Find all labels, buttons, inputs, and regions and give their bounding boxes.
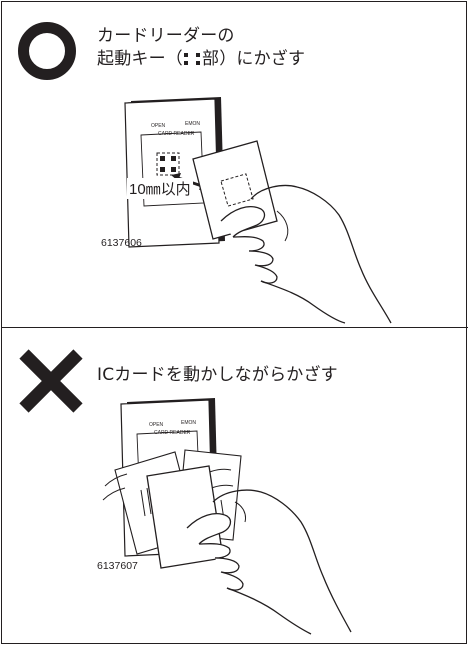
card-reader-illustration-correct: OPEN EMON CARD READER xyxy=(124,97,392,324)
section-divider xyxy=(1,327,468,328)
reader-open-label-2: OPEN xyxy=(149,422,164,428)
correct-usage-panel: カードリーダーの 起動キー（ 部）にかざす OPEN EMON CARD REA… xyxy=(1,1,468,327)
figure-code-correct: 6137606 xyxy=(101,237,142,249)
incorrect-caption: ICカードを動かしながらかざす xyxy=(97,365,338,385)
reader-emon-label: EMON xyxy=(185,121,200,127)
reader-panel-label-2: CARD READER xyxy=(154,430,191,436)
reader-panel-label: CARD READER xyxy=(158,131,195,137)
figure-code-incorrect: 6137607 xyxy=(97,560,138,572)
cross-ng-icon xyxy=(19,349,83,413)
correct-caption-line2-start: 起動キー（ xyxy=(97,49,183,69)
distance-label: 10㎜以内 xyxy=(127,178,193,199)
reader-emon-label-2: EMON xyxy=(181,420,196,426)
correct-caption-line2: 起動キー（ 部）にかざす xyxy=(97,48,305,71)
reader-open-label: OPEN xyxy=(151,123,166,129)
correct-caption-line1: カードリーダーの xyxy=(97,26,235,46)
correct-caption-line2-end: 部）にかざす xyxy=(202,49,306,69)
card-reader-illustration-incorrect: OPEN EMON CARD READER xyxy=(102,398,352,635)
circle-ok-icon xyxy=(18,22,76,80)
incorrect-usage-panel: ICカードを動かしながらかざす OPEN EMON CARD READER 61… xyxy=(1,328,468,644)
start-key-symbol-icon xyxy=(184,53,200,65)
